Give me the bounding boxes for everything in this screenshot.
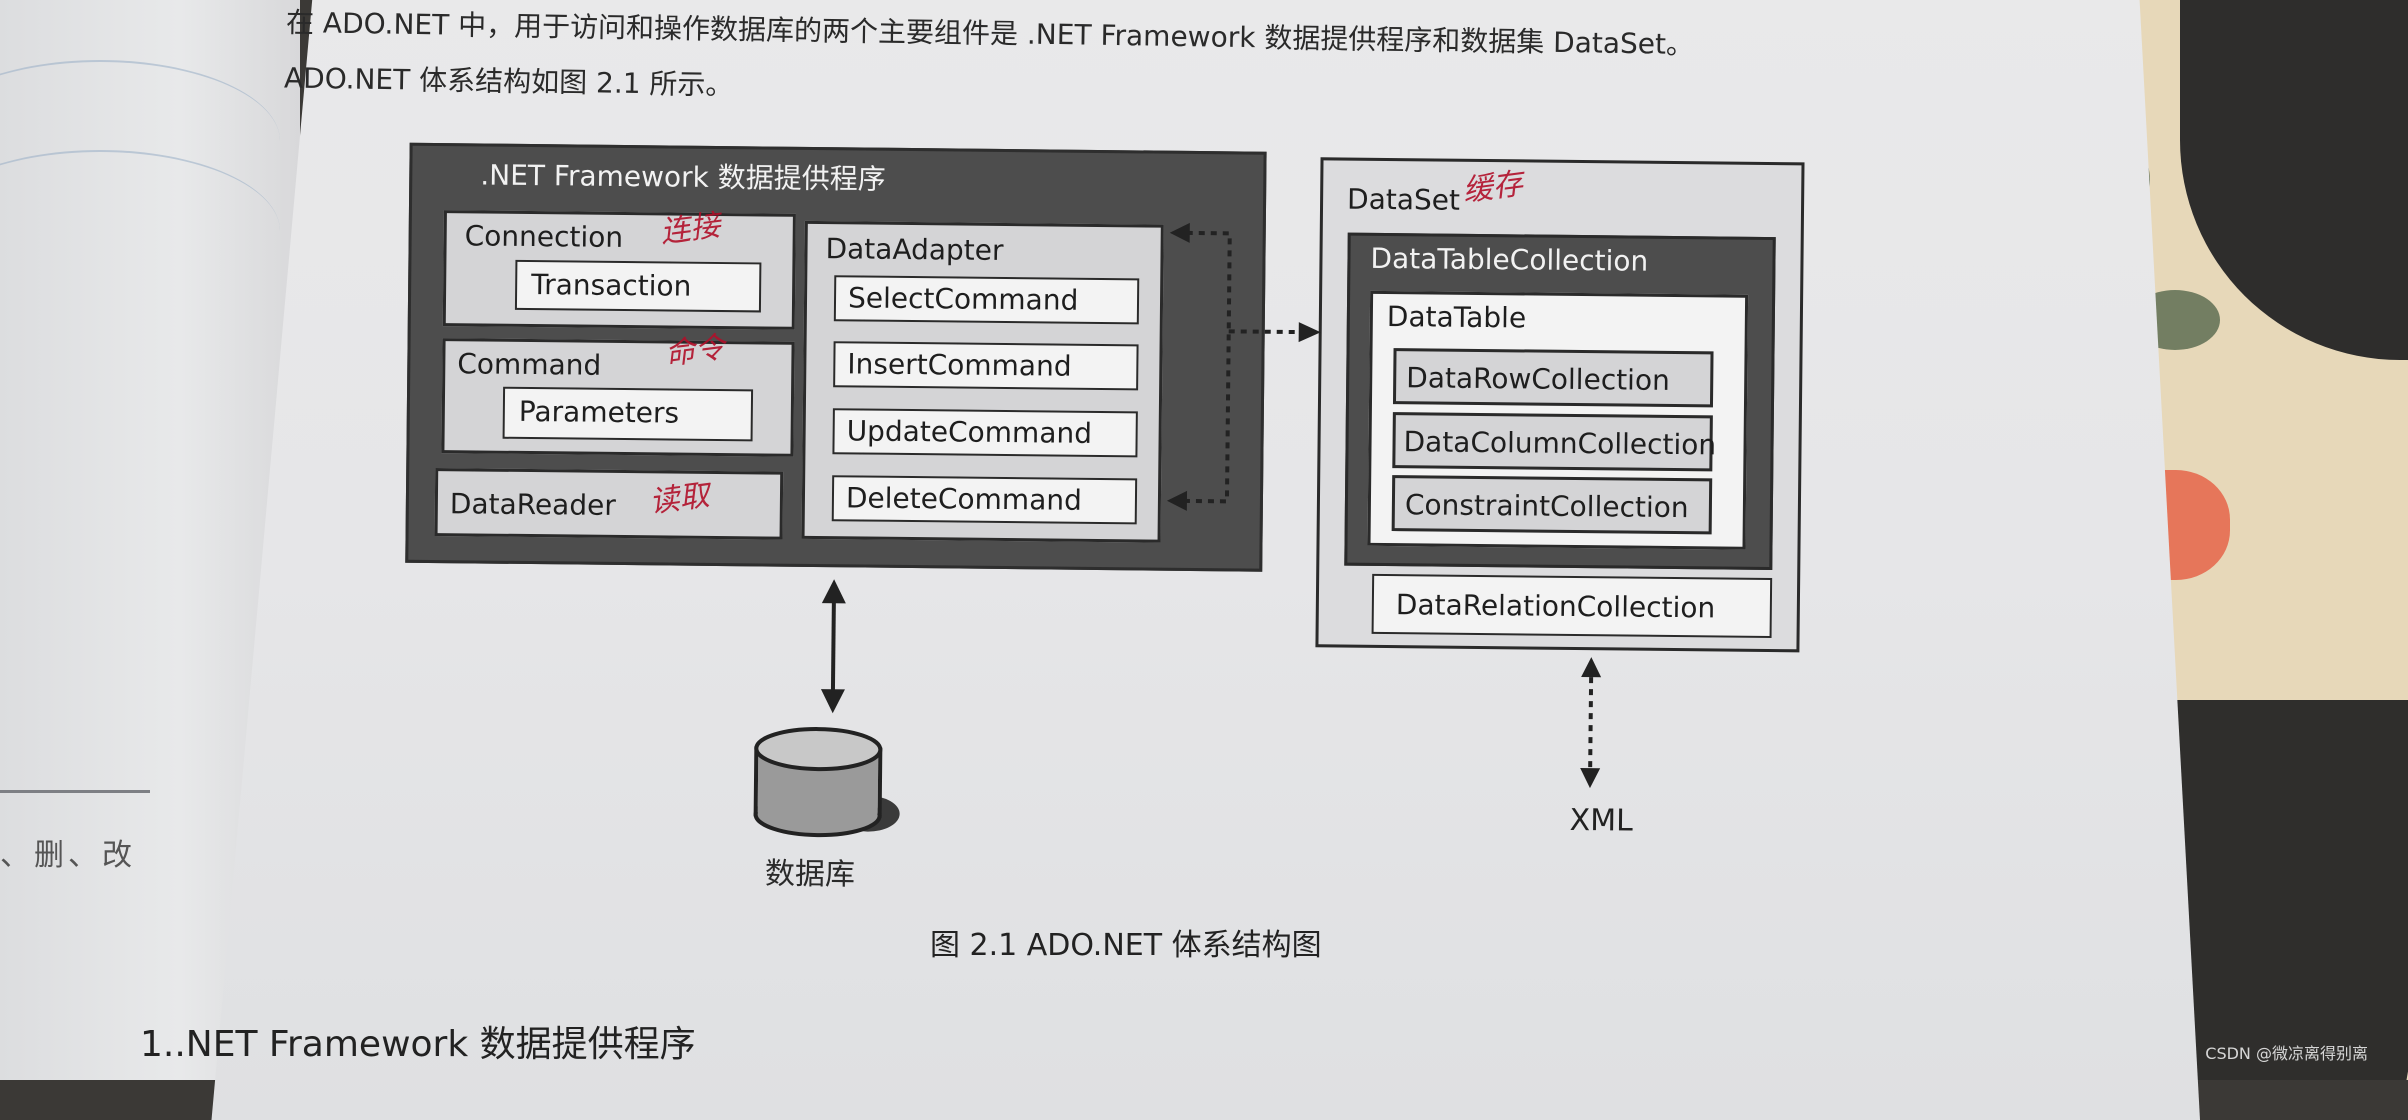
arrowhead-xml-down (1580, 768, 1601, 789)
xml-label: XML (1569, 802, 1633, 839)
reader-handwritten-note: 读取 (647, 477, 712, 521)
left-page-fragment: 、删、改 (0, 838, 136, 873)
csdn-watermark: CSDN @微凉离得别离 (2205, 1044, 2368, 1063)
arrowhead-adapter-top (1169, 222, 1190, 243)
arrowhead-xml-up (1581, 657, 1602, 678)
arrowhead-dataset (1298, 322, 1321, 343)
dataadapter-loop-arrow (1183, 230, 1232, 504)
arrowhead-db-up (821, 579, 846, 604)
command-handwritten-note: 命令 (662, 330, 727, 373)
database-cylinder-icon (753, 727, 900, 838)
dataset-xml-arrow (1588, 665, 1594, 781)
provider-db-arrow (830, 597, 836, 698)
ado-net-architecture-diagram: .NET Framework 数据提供程序 Connection Transac… (405, 142, 1805, 893)
left-page-rule (0, 790, 150, 793)
arrowhead-adapter-bottom (1166, 490, 1188, 511)
arrowhead-db-down (820, 689, 845, 714)
adapter-to-dataset-arrow (1228, 329, 1301, 335)
figure-caption: 图 2.1 ADO.NET 体系结构图 (930, 928, 1322, 963)
section-heading: 1..NET Framework 数据提供程序 (140, 1024, 696, 1065)
diagram-arrows (820, 222, 1602, 789)
dataset-handwritten-note: 缓存 (1460, 166, 1525, 209)
database-label: 数据库 (764, 856, 856, 893)
connection-handwritten-note: 连接 (658, 207, 723, 251)
